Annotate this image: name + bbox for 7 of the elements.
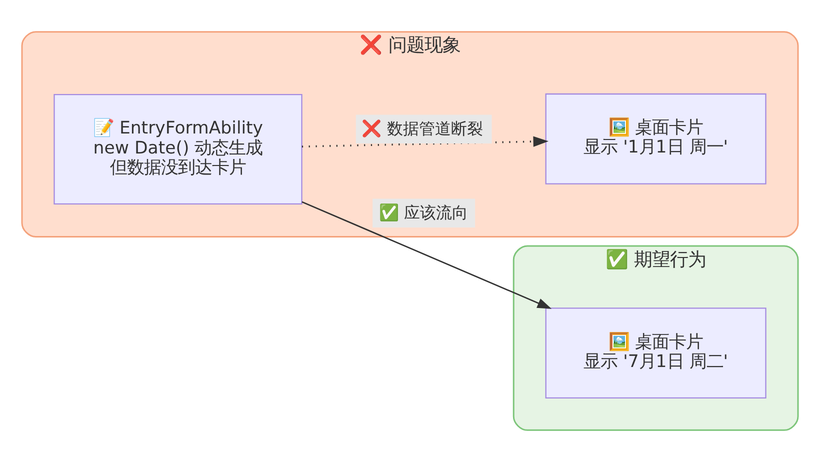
node-box: 📝 EntryFormAbility new Date() 动态生成 但数据没到达卡片 <box>54 94 302 204</box>
edge-label: ❌ 数据管道断裂 <box>362 118 483 138</box>
edge-label: ✅ 应该流向 <box>378 202 468 222</box>
node-box: 🖼 桌面卡片 显示 '7月1日 周二' <box>545 307 766 398</box>
arrow <box>302 136 549 147</box>
arrow <box>302 200 552 308</box>
node-box: 🖼 桌面卡片 显示 '1月1日 周一' <box>545 92 766 184</box>
